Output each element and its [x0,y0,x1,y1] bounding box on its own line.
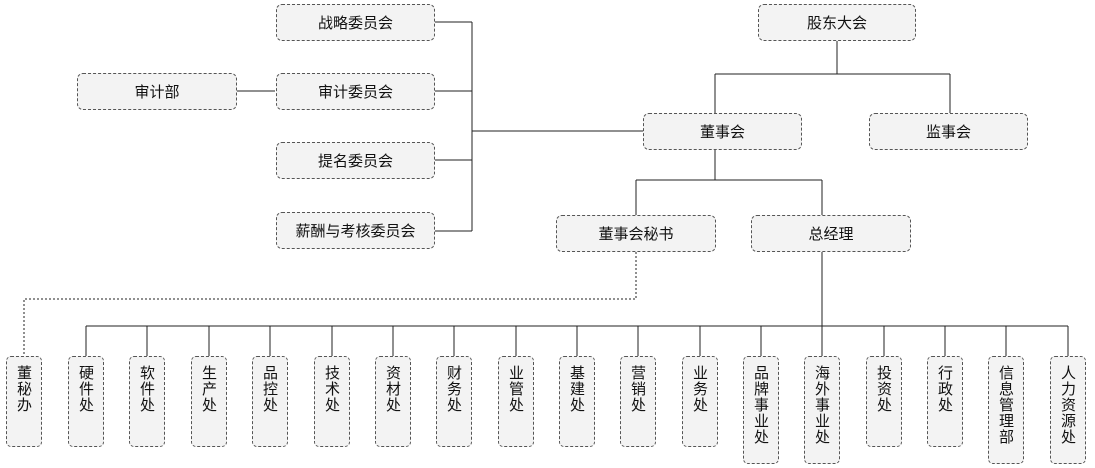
department-box: 业管处 [498,356,534,447]
department-box: 董秘办 [6,356,42,447]
department-box: 硬件处 [68,356,104,447]
department-label: 硬件处 [77,365,95,413]
department-box: 生产处 [191,356,227,447]
department-label: 信息管理部 [997,365,1015,445]
department-box: 信息管理部 [988,356,1024,464]
department-label: 品控处 [261,365,279,413]
board-secretary-label: 董事会秘书 [598,225,674,243]
department-label: 董秘办 [15,365,33,413]
department-box: 投资处 [866,356,902,447]
department-box: 营销处 [620,356,656,447]
department-box: 基建处 [559,356,595,447]
shareholders-meeting: 股东大会 [758,4,916,41]
compensation-committee: 薪酬与考核委员会 [276,212,435,249]
department-label: 技术处 [323,365,341,413]
department-label: 软件处 [138,365,156,413]
board-of-directors-label: 董事会 [699,123,745,141]
supervisory-board-label: 监事会 [925,123,971,141]
department-label: 资材处 [384,365,402,413]
department-label: 品牌事业处 [752,365,770,445]
strategy-committee-label: 战略委员会 [317,14,393,32]
board-of-directors: 董事会 [643,113,802,150]
department-box: 业务处 [682,356,718,447]
department-box: 品控处 [252,356,288,447]
department-label: 生产处 [200,365,218,413]
compensation-committee-label: 薪酬与考核委员会 [295,222,416,240]
department-label: 基建处 [568,365,586,413]
department-label: 人力资源处 [1059,365,1077,445]
department-label: 业务处 [691,365,709,413]
department-label: 业管处 [507,365,525,413]
general-manager: 总经理 [751,215,911,252]
department-box: 海外事业处 [804,356,840,464]
department-label: 财务处 [445,365,463,413]
general-manager-label: 总经理 [808,225,854,243]
department-label: 营销处 [629,365,647,413]
audit-dept: 审计部 [77,73,237,110]
department-box: 技术处 [314,356,350,447]
department-box: 人力资源处 [1050,356,1086,464]
nomination-committee: 提名委员会 [276,142,435,179]
audit-committee-label: 审计委员会 [317,83,393,101]
department-label: 行政处 [936,365,954,413]
audit-dept-label: 审计部 [134,83,180,101]
department-box: 财务处 [436,356,472,447]
department-box: 资材处 [375,356,411,447]
department-label: 海外事业处 [813,365,831,445]
department-box: 软件处 [129,356,165,447]
supervisory-board: 监事会 [869,113,1028,150]
shareholders-meeting-label: 股东大会 [806,14,867,32]
strategy-committee: 战略委员会 [276,4,435,41]
audit-committee: 审计委员会 [276,73,435,110]
connector-secretary-office [23,252,637,356]
board-secretary: 董事会秘书 [556,215,716,252]
nomination-committee-label: 提名委员会 [317,152,393,170]
department-box: 行政处 [927,356,963,447]
department-label: 投资处 [875,365,893,413]
department-box: 品牌事业处 [743,356,779,464]
